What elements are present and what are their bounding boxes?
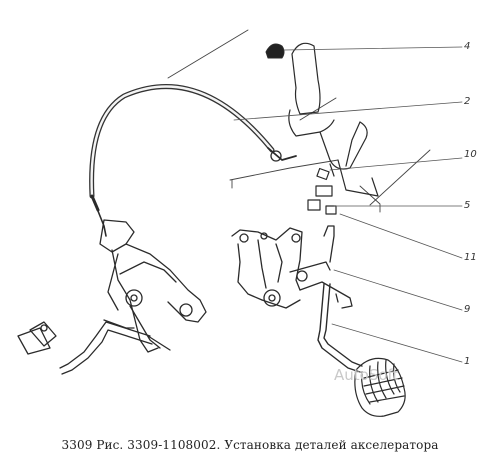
callout-4: 4 <box>464 41 471 52</box>
callout-1: 1 <box>464 356 471 367</box>
figure-caption: 3309 Рис. 3309-1108002. Установка детале… <box>61 438 439 452</box>
watermark: AutoSoft <box>334 366 399 384</box>
central-bracket-assembly <box>231 225 353 309</box>
callout-9: 9 <box>464 304 471 315</box>
pedal-pad <box>354 357 406 417</box>
clip-part-5 <box>307 185 337 215</box>
grommet-part-4 <box>265 43 285 59</box>
callout-leaders <box>233 46 463 363</box>
callout-10: 10 <box>464 149 477 160</box>
callout-11: 11 <box>464 252 477 263</box>
clip-part-10 <box>316 163 335 181</box>
cab-outline <box>167 29 431 213</box>
pedal-arm-part-1 <box>317 283 363 373</box>
accelerator-cable-part-2 <box>89 84 297 237</box>
left-pedal-arm <box>17 319 153 375</box>
callout-5: 5 <box>464 200 471 211</box>
callout-2: 2 <box>464 96 471 107</box>
left-pedal-lever-assembly <box>99 219 207 353</box>
